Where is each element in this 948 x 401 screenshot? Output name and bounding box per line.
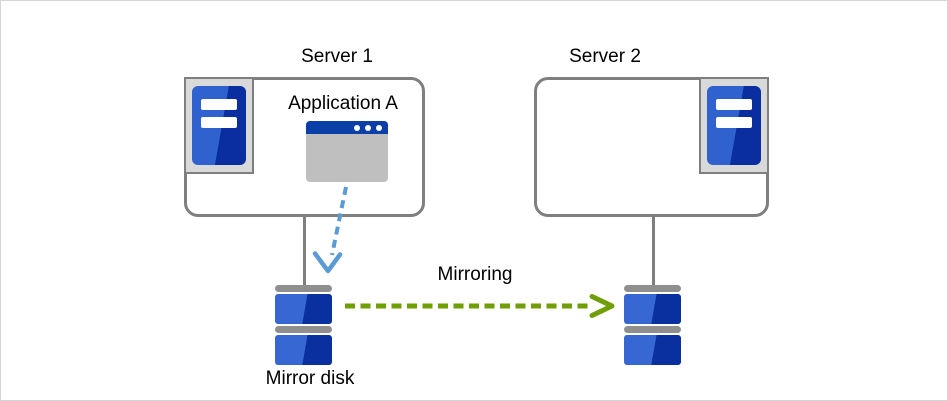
app-to-disk-arrowhead [312, 251, 343, 274]
window-dot [365, 125, 371, 131]
window-dot [376, 125, 382, 131]
disk-platter [624, 294, 681, 324]
server1-disk-connector [303, 215, 306, 287]
tower-slot-bar [201, 117, 237, 128]
server-tower-icon [699, 77, 769, 174]
server-tower-body [192, 86, 246, 165]
server-tower-icon [184, 77, 254, 174]
tower-slot-bar [716, 117, 752, 128]
mirroring-label: Mirroring [437, 264, 513, 285]
disk-platter [624, 335, 681, 365]
mirror-disk-icon [275, 285, 332, 367]
application-window-icon [306, 121, 388, 182]
server1-title: Server 1 [301, 46, 373, 67]
disk-cap [275, 326, 332, 333]
window-buttons [354, 125, 382, 131]
server2-disk-connector [652, 215, 655, 287]
server-tower-body [707, 86, 761, 165]
mirror-disk-icon [624, 285, 681, 367]
disk-cap [275, 285, 332, 292]
mirroring-arrowhead [589, 294, 615, 318]
mirror-disk-label: Mirror disk [265, 368, 355, 389]
tower-slot-bar [716, 99, 752, 110]
window-dot [354, 125, 360, 131]
tower-slot-bar [201, 99, 237, 110]
disk-cap [624, 326, 681, 333]
application-a-label: Application A [288, 93, 398, 114]
server2-title: Server 2 [569, 46, 641, 67]
disk-platter [275, 335, 332, 365]
disk-cap [624, 285, 681, 292]
disk-platter [275, 294, 332, 324]
